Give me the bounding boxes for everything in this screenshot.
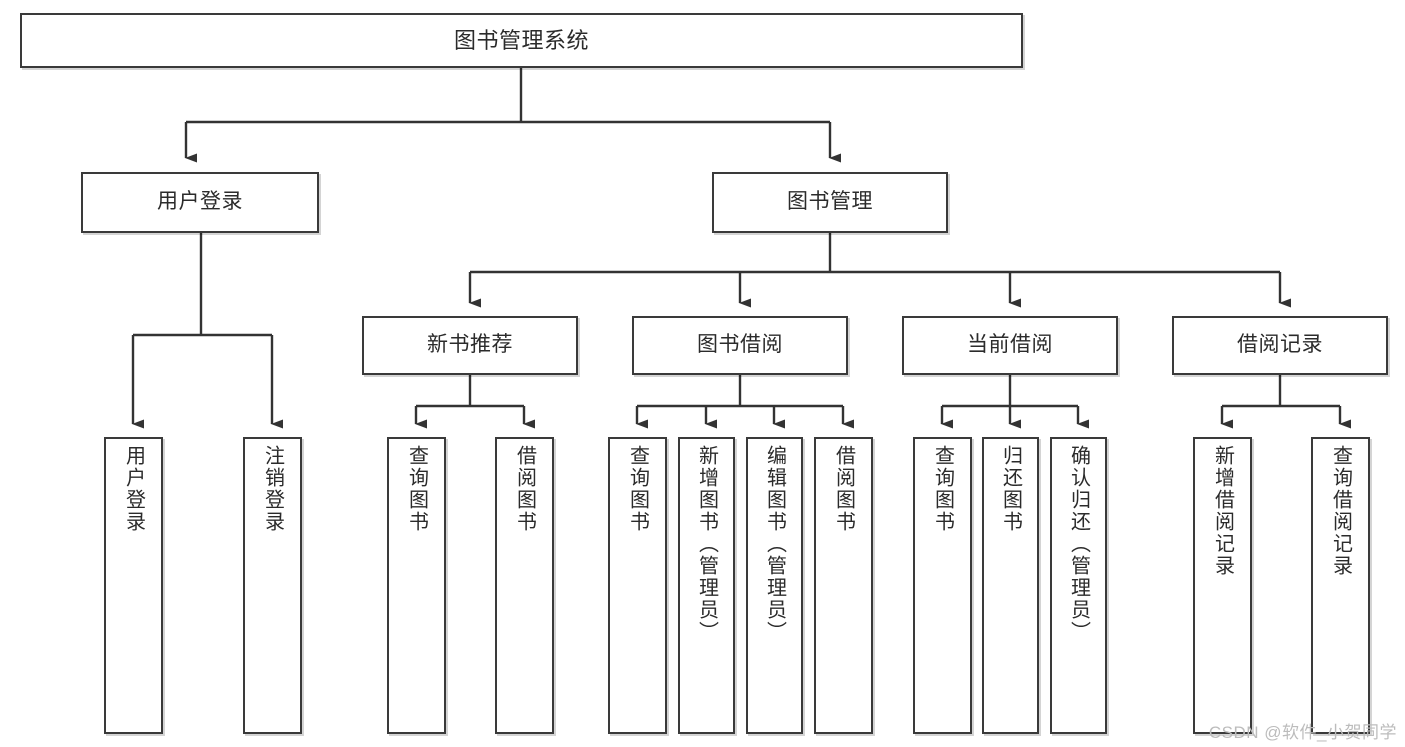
node-leaf-borrow-book-2[interactable]: 借阅图书 <box>814 437 873 734</box>
node-book-borrow[interactable]: 图书借阅 <box>632 316 848 375</box>
node-leaf-logout-login-label: 注销登录 <box>261 445 284 533</box>
node-leaf-query-book-1[interactable]: 查询图书 <box>387 437 446 734</box>
node-root[interactable]: 图书管理系统 <box>20 13 1023 68</box>
node-new-book-recommend[interactable]: 新书推荐 <box>362 316 578 375</box>
node-leaf-query-borrow-record-label: 查询借阅记录 <box>1329 445 1352 577</box>
node-book-manage[interactable]: 图书管理 <box>712 172 948 233</box>
node-leaf-user-login[interactable]: 用户登录 <box>104 437 163 734</box>
node-leaf-query-book-3-label: 查询图书 <box>931 445 954 533</box>
node-leaf-query-book-3[interactable]: 查询图书 <box>913 437 972 734</box>
node-user-login[interactable]: 用户登录 <box>81 172 319 233</box>
node-leaf-query-book-1-label: 查询图书 <box>405 445 428 533</box>
node-new-book-recommend-label: 新书推荐 <box>427 333 513 357</box>
node-current-borrow[interactable]: 当前借阅 <box>902 316 1118 375</box>
node-leaf-query-book-2[interactable]: 查询图书 <box>608 437 667 734</box>
node-borrow-record[interactable]: 借阅记录 <box>1172 316 1388 375</box>
node-leaf-query-borrow-record[interactable]: 查询借阅记录 <box>1311 437 1370 734</box>
node-leaf-return-book[interactable]: 归还图书 <box>982 437 1039 734</box>
node-leaf-add-borrow-record[interactable]: 新增借阅记录 <box>1193 437 1252 734</box>
node-leaf-add-book-admin-label: 新增图书（管理员） <box>695 445 718 643</box>
node-book-manage-label: 图书管理 <box>787 190 873 214</box>
node-leaf-confirm-return-admin[interactable]: 确认归还（管理员） <box>1050 437 1107 734</box>
node-leaf-add-book-admin[interactable]: 新增图书（管理员） <box>678 437 735 734</box>
node-leaf-edit-book-admin[interactable]: 编辑图书（管理员） <box>746 437 803 734</box>
node-user-login-label: 用户登录 <box>157 190 243 214</box>
node-leaf-edit-book-admin-label: 编辑图书（管理员） <box>763 445 786 643</box>
node-leaf-query-book-2-label: 查询图书 <box>626 445 649 533</box>
node-current-borrow-label: 当前借阅 <box>967 333 1053 357</box>
node-leaf-borrow-book-2-label: 借阅图书 <box>832 445 855 533</box>
node-leaf-borrow-book-1-label: 借阅图书 <box>513 445 536 533</box>
node-leaf-user-login-label: 用户登录 <box>122 445 145 533</box>
node-borrow-record-label: 借阅记录 <box>1237 333 1323 357</box>
node-leaf-logout-login[interactable]: 注销登录 <box>243 437 302 734</box>
node-book-borrow-label: 图书借阅 <box>697 333 783 357</box>
node-leaf-borrow-book-1[interactable]: 借阅图书 <box>495 437 554 734</box>
node-leaf-return-book-label: 归还图书 <box>999 445 1022 533</box>
node-leaf-confirm-return-admin-label: 确认归还（管理员） <box>1067 445 1090 643</box>
node-leaf-add-borrow-record-label: 新增借阅记录 <box>1211 445 1234 577</box>
node-root-label: 图书管理系统 <box>453 27 589 53</box>
